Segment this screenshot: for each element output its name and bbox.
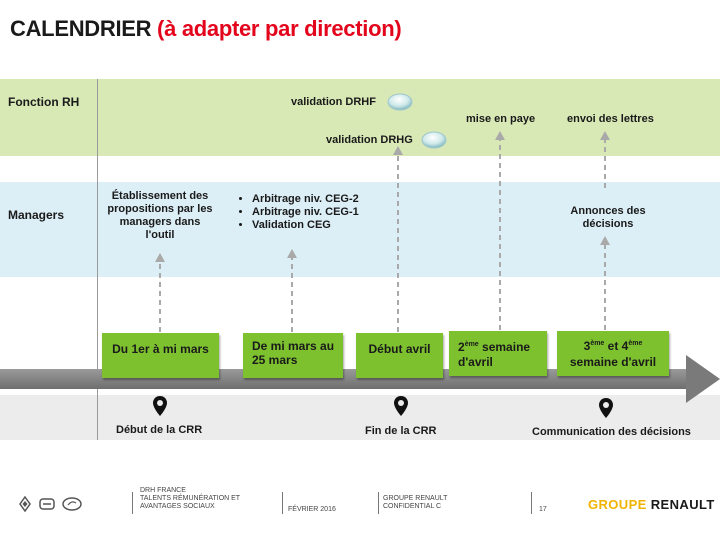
arbitrage-item: Validation CEG [252, 219, 359, 232]
footer-divider [531, 492, 532, 514]
period-box-5-num3: 3 [583, 339, 591, 353]
footer-divider [132, 492, 133, 514]
footer-date: FÉVRIER 2016 [288, 506, 336, 513]
label-mise-en-paye: mise en paye [466, 113, 536, 125]
timeline-arrow-head [686, 355, 720, 403]
footer-group-line1: GROUPE RENAULT [383, 495, 448, 502]
milestone-debut-crr: Début de la CRR [116, 424, 203, 436]
period-box-2-label: De mi mars au 25 mars [252, 339, 335, 367]
arrowhead-drhg [393, 146, 403, 155]
arrowhead-paye [495, 131, 505, 140]
period-box-5-rest: semaine d'avril [569, 355, 657, 369]
brand-logos-svg [19, 495, 82, 513]
title-main: CALENDRIER [10, 16, 158, 41]
period-box-5: 3ème et 4ème semaine d'avril [557, 331, 669, 376]
period-box-4-num: 2 [458, 340, 465, 354]
location-pin-icon [599, 398, 613, 418]
label-annonces-decisions: Annonces des décisions [570, 205, 646, 230]
oval-button-icon [421, 131, 447, 149]
arbitrage-list: Arbitrage niv. CEG-2 Arbitrage niv. CEG-… [236, 193, 359, 232]
brand-word-renault: RENAULT [646, 497, 715, 512]
label-envoi-lettres: envoi des lettres [567, 113, 654, 125]
period-box-1: Du 1er à mi mars [102, 333, 219, 378]
location-pin-icon [153, 396, 167, 416]
oval-button-icon [387, 93, 413, 111]
row-label-managers: Managers [8, 208, 65, 222]
arrowhead-etablissement [155, 253, 165, 262]
label-validation-drhg: validation DRHG [326, 134, 413, 146]
label-validation-drhf: validation DRHF [291, 96, 376, 108]
lada-logo-icon [62, 497, 82, 511]
period-box-5-sup3: ème [590, 340, 605, 347]
milestone-communication: Communication des décisions [532, 426, 691, 438]
footer-divider [282, 492, 283, 514]
rh-band [0, 79, 720, 156]
arrowhead-annonces [600, 236, 610, 245]
footer-divider [378, 492, 379, 514]
location-pin-icon [394, 396, 408, 416]
period-box-4-sup: ème [464, 341, 479, 348]
footer-org-line3: AVANTAGES SOCIAUX [140, 503, 215, 510]
footer-org-line2: TALENTS RÉMUNÉRATION ET [140, 495, 241, 502]
milestone-fin-crr: Fin de la CRR [365, 425, 437, 437]
arbitrage-item: Arbitrage niv. CEG-1 [252, 206, 359, 219]
period-box-5-mid: et 4 [604, 339, 629, 353]
row-label-divider [97, 79, 98, 440]
brand-logos [18, 495, 88, 517]
dacia-logo-icon [39, 498, 55, 510]
arrowhead-arbitrage [287, 249, 297, 258]
period-box-3: Début avril [356, 333, 443, 378]
arbitrage-item: Arbitrage niv. CEG-2 [252, 193, 359, 206]
title-highlight: (à adapter par direction) [157, 16, 402, 41]
label-etablissement-propositions: Établissement des propositions par les m… [107, 190, 213, 241]
period-box-5-sup4: ème [628, 340, 643, 347]
period-box-4: 2ème semaine d'avril [449, 331, 547, 376]
managers-band [0, 182, 720, 277]
brand-word-groupe: GROUPE [588, 497, 647, 512]
page-number: 17 [539, 506, 547, 513]
row-label-rh: Fonction RH [8, 95, 80, 109]
period-box-4-rest: semaine d'avril [458, 340, 531, 369]
renault-logo-icon [19, 495, 31, 513]
footer-group-line2: CONFIDENTIAL C [383, 503, 442, 510]
period-box-2: De mi mars au 25 mars [243, 333, 343, 378]
brand-wordmark: GROUPE RENAULT [588, 497, 715, 512]
arrowhead-lettres [600, 131, 610, 140]
period-box-1-label: Du 1er à mi mars [112, 342, 209, 356]
footer-org-line1: DRH FRANCE [140, 487, 186, 494]
footer-confidential: GROUPE RENAULT CONFIDENTIAL C [383, 495, 447, 511]
period-box-3-label: Début avril [368, 342, 431, 356]
footer-org: DRH FRANCE TALENTS RÉMUNÉRATION ET AVANT… [140, 487, 240, 511]
page-title: CALENDRIER (à adapter par direction) [10, 16, 402, 42]
